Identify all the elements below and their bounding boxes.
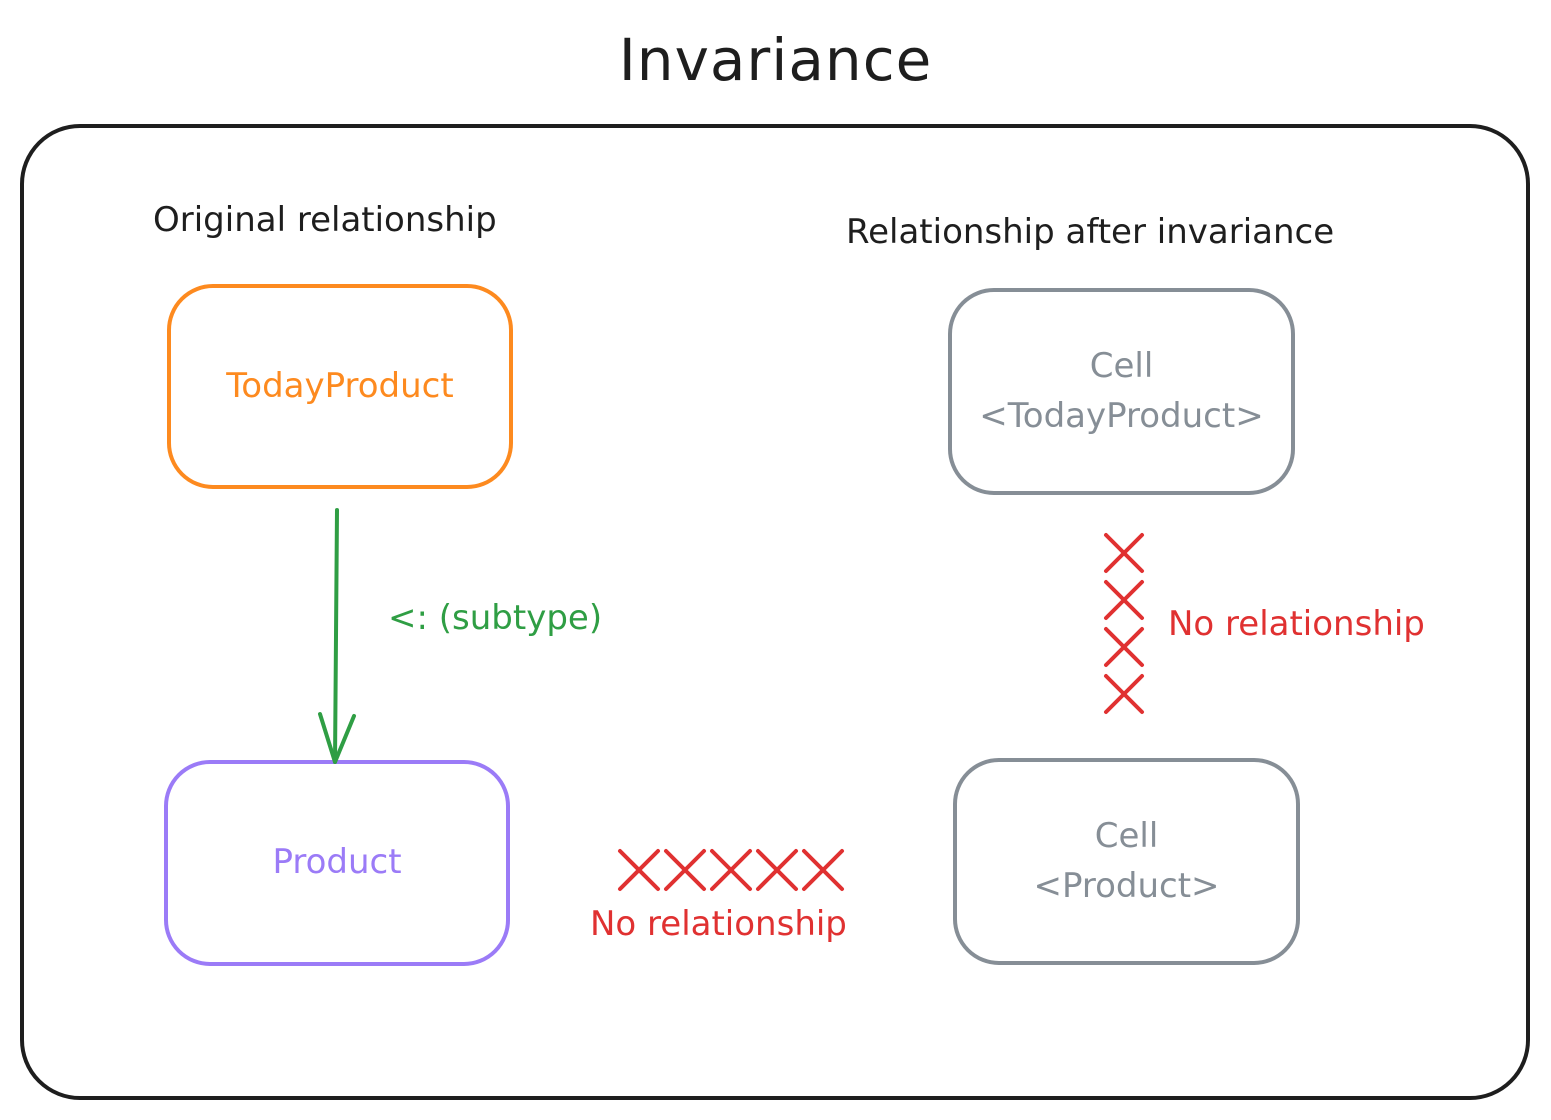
subtype-arrow-label: <: (subtype) <box>388 598 603 638</box>
node-cell-product-line1: Cell <box>1094 816 1159 857</box>
middle-no-relationship-label: No relationship <box>590 904 847 944</box>
node-cell-today-product[interactable]: Cell <TodayProduct> <box>948 288 1295 495</box>
node-cell-today-product-line2: <TodayProduct> <box>979 395 1264 436</box>
node-today-product-label: TodayProduct <box>226 365 454 406</box>
left-section-label: Original relationship <box>153 200 497 240</box>
node-cell-product[interactable]: Cell <Product> <box>953 758 1300 965</box>
node-cell-product-line2: <Product> <box>1033 865 1220 906</box>
right-no-relationship-label: No relationship <box>1168 604 1425 644</box>
node-product-label: Product <box>272 842 402 883</box>
diagram-title: Invariance <box>618 26 933 94</box>
node-today-product[interactable]: TodayProduct <box>167 284 513 489</box>
node-cell-today-product-line1: Cell <box>1089 346 1154 387</box>
diagram-frame <box>20 124 1530 1100</box>
node-product[interactable]: Product <box>164 760 510 966</box>
right-section-label: Relationship after invariance <box>846 212 1335 252</box>
